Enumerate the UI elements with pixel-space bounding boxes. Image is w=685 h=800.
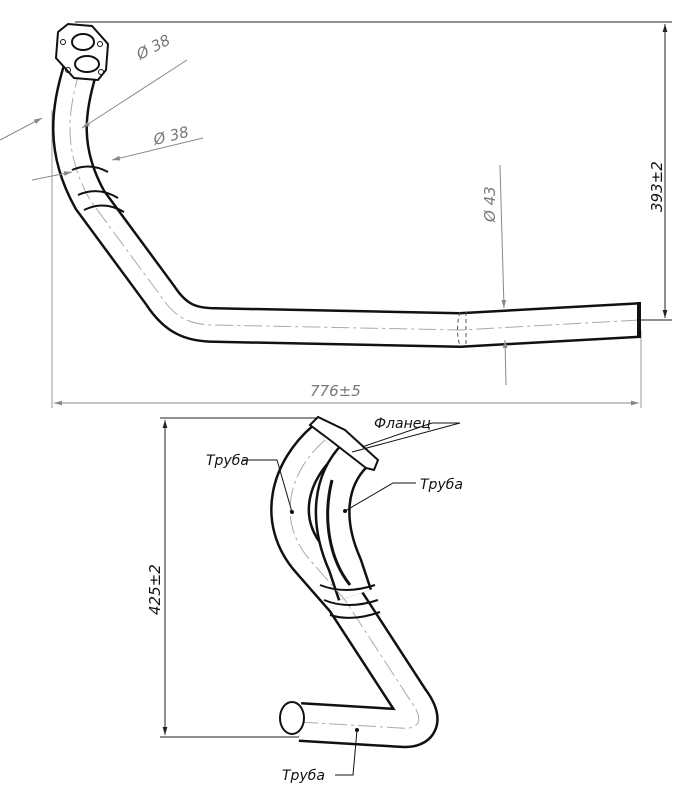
diameter-label-1: Ø 38 [133, 31, 174, 64]
flange-port-2 [74, 55, 100, 73]
leader-dot [290, 510, 294, 514]
bolt-hole [65, 67, 71, 73]
bolt-hole [98, 69, 104, 75]
pipe-joint-rings [319, 584, 381, 619]
leader-pipe-right [344, 482, 416, 512]
leader-flange-2 [361, 422, 433, 448]
flange [308, 415, 380, 472]
leader-dot [355, 728, 359, 732]
label-pipe-bottom: Труба [282, 768, 325, 784]
bolt-hole [97, 41, 103, 47]
diameter-leader-2 [111, 137, 204, 161]
diameter-label-3: Ø 43 [481, 186, 499, 223]
pipe-end [637, 302, 641, 338]
bolt-hole [60, 39, 66, 45]
pipe-bottom-end [279, 701, 305, 735]
diameter-leader-1 [81, 59, 188, 129]
diameter-leader-3 [499, 164, 507, 309]
pipe-centerline [69, 69, 641, 331]
flange-port-1 [71, 33, 95, 51]
diameter-label-2: Ø 38 [151, 123, 191, 149]
label-pipe-right: Труба [420, 477, 463, 493]
pipe-seam [457, 311, 467, 347]
pipe-body [54, 65, 641, 346]
pipe-right-body [317, 444, 370, 600]
pipe-joint-rings [71, 165, 125, 213]
label-pipe-left: Труба [206, 453, 249, 469]
side-view: 425±2 Фланец Труба Труба Труба [146, 415, 463, 784]
leader-pipe-bottom [335, 729, 358, 776]
leader-flange [351, 422, 461, 453]
leader-pipe-left [242, 459, 293, 513]
pipe-centerline [289, 439, 420, 729]
diameter-leader-3b [502, 339, 508, 386]
height-dimension-label: 425±2 [146, 564, 164, 615]
height-dimension-label: 393±2 [648, 161, 666, 212]
diameter-leader-2b [31, 171, 73, 181]
label-flange: Фланец [374, 416, 431, 432]
leader-dot [343, 509, 347, 513]
pipe-seam [326, 479, 352, 586]
top-view: Ø 38 Ø 38 Ø 43 393±2 776±5 [0, 21, 672, 408]
diameter-leader-1b [0, 117, 43, 141]
length-dimension-label: 776±5 [310, 382, 361, 400]
